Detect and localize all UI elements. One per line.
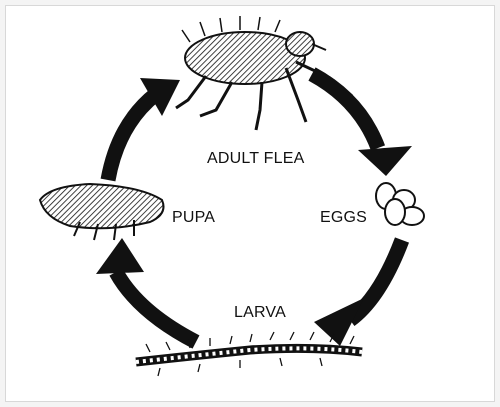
stage-label-adult: ADULT FLEA: [207, 150, 305, 167]
stage-label-eggs: EGGS: [320, 209, 368, 226]
arrow-eggs-to-larva: [314, 237, 410, 346]
arrow-pupa-to-adult: [100, 78, 180, 182]
stage-label-larva: LARVA: [234, 304, 286, 321]
stage-label-pupa: PUPA: [172, 209, 216, 226]
larva-icon: [135, 331, 363, 377]
pupa-icon: [38, 182, 165, 241]
eggs-icon: [375, 182, 425, 226]
arrow-larva-to-pupa: [96, 238, 200, 349]
flea-icon: [175, 16, 353, 131]
arrow-adult-to-eggs: [308, 67, 412, 176]
